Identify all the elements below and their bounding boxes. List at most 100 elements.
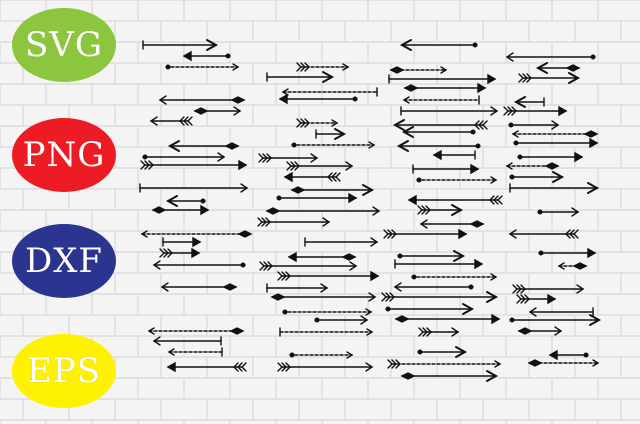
arrow-10 — [518, 72, 581, 84]
arrow-75 — [516, 293, 557, 305]
arrow-18 — [400, 106, 499, 116]
arrow-31 — [142, 152, 226, 162]
arrow-36 — [286, 161, 354, 171]
arrow-7 — [535, 62, 581, 74]
arrow-90 — [548, 349, 589, 361]
arrow-39 — [283, 171, 341, 183]
arrow-46 — [276, 192, 358, 204]
arrow-55 — [383, 228, 468, 240]
arrow-30 — [513, 137, 599, 149]
arrow-92 — [277, 362, 374, 372]
arrow-25 — [401, 126, 476, 138]
arrow-9 — [388, 73, 497, 85]
arrow-79 — [314, 315, 369, 325]
arrow-34 — [517, 151, 584, 163]
arrow-3 — [505, 52, 596, 62]
arrow-61 — [397, 250, 466, 262]
arrow-80 — [394, 313, 501, 325]
arrow-70 — [266, 283, 329, 293]
arrow-47 — [407, 194, 503, 206]
arrow-62 — [538, 247, 597, 259]
arrow-32 — [258, 153, 319, 163]
svg-badge-label: SVG — [24, 25, 103, 65]
arrow-1 — [399, 39, 478, 51]
arrow-11 — [281, 87, 378, 97]
arrow-17 — [193, 106, 242, 116]
arrow-41 — [509, 171, 565, 183]
arrow-64 — [259, 261, 358, 271]
arrow-38 — [505, 162, 560, 170]
arrow-48 — [151, 204, 210, 216]
arrow-82 — [147, 327, 245, 335]
arrow-63 — [152, 260, 246, 270]
arrow-2 — [182, 50, 231, 62]
arrow-15 — [402, 95, 480, 105]
arrow-86 — [152, 336, 222, 346]
arrow-85 — [517, 326, 563, 336]
dxf-format-badge: DXF — [12, 224, 116, 298]
arrow-65 — [394, 258, 484, 270]
arrow-14 — [278, 93, 358, 105]
arrow-68 — [411, 273, 498, 281]
arrow-5 — [296, 62, 350, 72]
arrow-6 — [389, 66, 448, 74]
arrow-83 — [279, 327, 374, 337]
arrow-12 — [403, 82, 487, 94]
arrow-16 — [513, 96, 545, 108]
arrow-51 — [537, 207, 580, 217]
arrow-58 — [304, 237, 379, 247]
arrow-76 — [282, 308, 373, 316]
arrow-22 — [392, 119, 488, 131]
arrow-26 — [511, 130, 599, 138]
arrow-43 — [290, 184, 375, 196]
arrow-59 — [159, 247, 201, 259]
arrow-95 — [400, 370, 499, 382]
png-format-badge: PNG — [12, 118, 116, 192]
arrow-49 — [265, 206, 381, 216]
arrow-33 — [432, 149, 476, 161]
svg-format-badge: SVG — [12, 8, 116, 82]
arrow-72 — [512, 284, 585, 294]
dxf-badge-label: DXF — [24, 241, 104, 281]
arrow-53 — [419, 219, 485, 229]
arrow-19 — [503, 105, 568, 117]
arrow-44 — [509, 182, 600, 194]
arrow-66 — [557, 262, 588, 270]
arrow-52 — [257, 217, 331, 227]
arrow-35 — [140, 159, 248, 171]
arrow-93 — [387, 359, 502, 369]
arrow-0 — [142, 39, 219, 51]
arrow-73 — [270, 292, 377, 302]
arrow-69 — [160, 282, 238, 292]
arrow-94 — [527, 359, 600, 367]
arrow-56 — [508, 229, 579, 239]
arrow-91 — [166, 361, 247, 373]
arrow-24 — [315, 128, 347, 140]
arrow-28 — [291, 141, 376, 149]
arrow-45 — [165, 195, 206, 207]
arrow-71 — [393, 282, 474, 292]
arrow-13 — [158, 95, 246, 105]
arrow-89 — [417, 346, 468, 358]
arrow-29 — [396, 140, 481, 152]
arrow-54 — [140, 230, 253, 238]
arrow-57 — [162, 236, 202, 248]
arrow-81 — [509, 314, 602, 326]
arrow-42 — [139, 183, 249, 193]
arrow-88 — [289, 351, 354, 359]
png-badge-label: PNG — [22, 135, 106, 175]
arrow-87 — [167, 347, 223, 357]
arrow-78 — [528, 307, 594, 317]
arrow-40 — [416, 176, 498, 184]
arrow-60 — [287, 251, 357, 263]
arrow-8 — [266, 71, 335, 83]
arrow-23 — [508, 120, 560, 130]
arrow-4 — [165, 63, 240, 71]
arrow-21 — [296, 118, 339, 128]
arrow-74 — [381, 291, 499, 303]
arrow-77 — [385, 303, 475, 315]
arrow-50 — [417, 204, 464, 216]
arrow-67 — [277, 270, 380, 282]
eps-badge-label: EPS — [27, 351, 101, 391]
